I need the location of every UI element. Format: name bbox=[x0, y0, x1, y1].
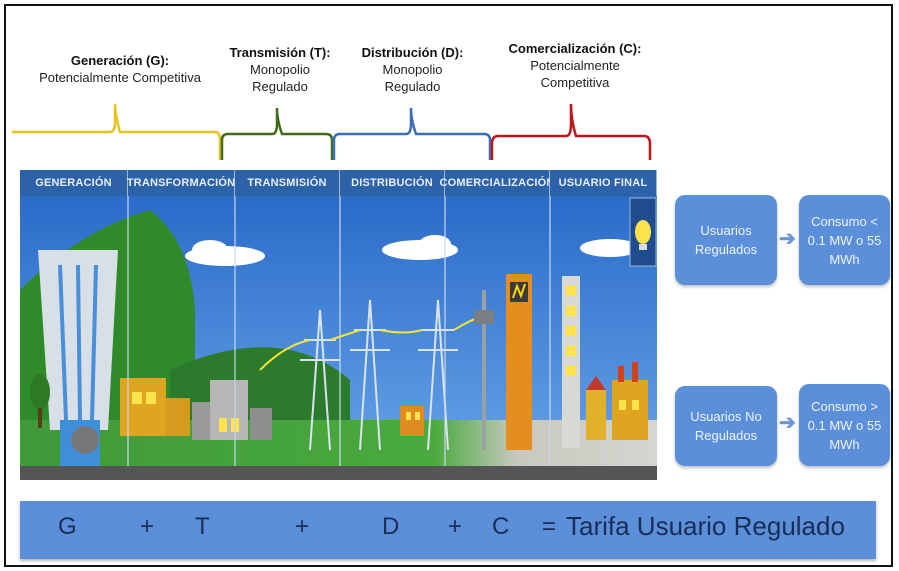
formula-c: C bbox=[492, 513, 510, 540]
power-chain-scene bbox=[20, 196, 657, 480]
stage-header-generacion: GENERACIÓN bbox=[20, 170, 128, 196]
segment-distribucion-desc: Monopolio Regulado bbox=[382, 62, 443, 94]
stage-header-comercializacion: COMERCIALIZACIÓN bbox=[439, 170, 554, 196]
formula-plus-2: + bbox=[295, 513, 310, 540]
bracket-distribucion bbox=[332, 107, 492, 160]
segment-transmision-name: Transmisión (T): bbox=[229, 45, 331, 60]
formula-result: Tarifa Usuario Regulado bbox=[566, 511, 845, 541]
unregulated-consumption-box: Consumo > 0.1 MW o 55 MWh bbox=[799, 384, 890, 466]
segment-distribucion-name: Distribución (D): bbox=[361, 45, 464, 60]
stage-header-distribucion: DISTRIBUCIÓN bbox=[340, 170, 445, 196]
segment-transmision-title: Transmisión (T): Monopolio Regulado bbox=[225, 44, 335, 95]
formula-d: D bbox=[382, 513, 400, 540]
formula-plus-3: + bbox=[448, 513, 463, 540]
arrow-right-icon: ➔ bbox=[779, 228, 796, 250]
segment-generacion-title: Generación (G): Potencialmente Competiti… bbox=[30, 52, 210, 86]
diagram-frame bbox=[4, 4, 893, 567]
segment-transmision-desc: Monopolio Regulado bbox=[250, 62, 310, 94]
formula-t: T bbox=[195, 513, 210, 540]
segment-comercializacion-desc: Potencialmente Competitiva bbox=[530, 58, 620, 90]
segment-comercializacion-title: Comercialización (C): Potencialmente Com… bbox=[500, 40, 650, 91]
segment-comercializacion-name: Comercialización (C): bbox=[508, 41, 642, 56]
segment-generacion-name: Generación (G): bbox=[70, 53, 170, 68]
regulated-consumption-box: Consumo < 0.1 MW o 55 MWh bbox=[799, 195, 890, 285]
segment-generacion-desc: Potencialmente Competitiva bbox=[39, 70, 201, 85]
arrow-right-icon: ➔ bbox=[779, 412, 796, 434]
bracket-transmision bbox=[220, 107, 334, 160]
stage-header-transmision: TRANSMISIÓN bbox=[235, 170, 340, 196]
regulated-users-box: Usuarios Regulados bbox=[675, 195, 777, 285]
stage-header-usuario-final: USUARIO FINAL bbox=[550, 170, 657, 196]
tariff-formula-bar: G + T + D + C = Tarifa Usuario Regulado bbox=[20, 501, 876, 559]
segment-brackets bbox=[12, 103, 652, 160]
bracket-comercializacion bbox=[490, 103, 652, 160]
power-chain-illustration: GENERACIÓN TRANSFORMACIÓN TRANSMISIÓN DI… bbox=[20, 170, 657, 480]
formula-equals: = bbox=[542, 513, 557, 540]
formula-plus-1: + bbox=[140, 513, 155, 540]
segment-distribucion-title: Distribución (D): Monopolio Regulado bbox=[355, 44, 470, 95]
bracket-generacion bbox=[12, 103, 222, 160]
formula-g: G bbox=[58, 513, 77, 540]
unregulated-users-box: Usuarios No Regulados bbox=[675, 386, 777, 466]
stage-header-transformacion: TRANSFORMACIÓN bbox=[127, 170, 235, 196]
